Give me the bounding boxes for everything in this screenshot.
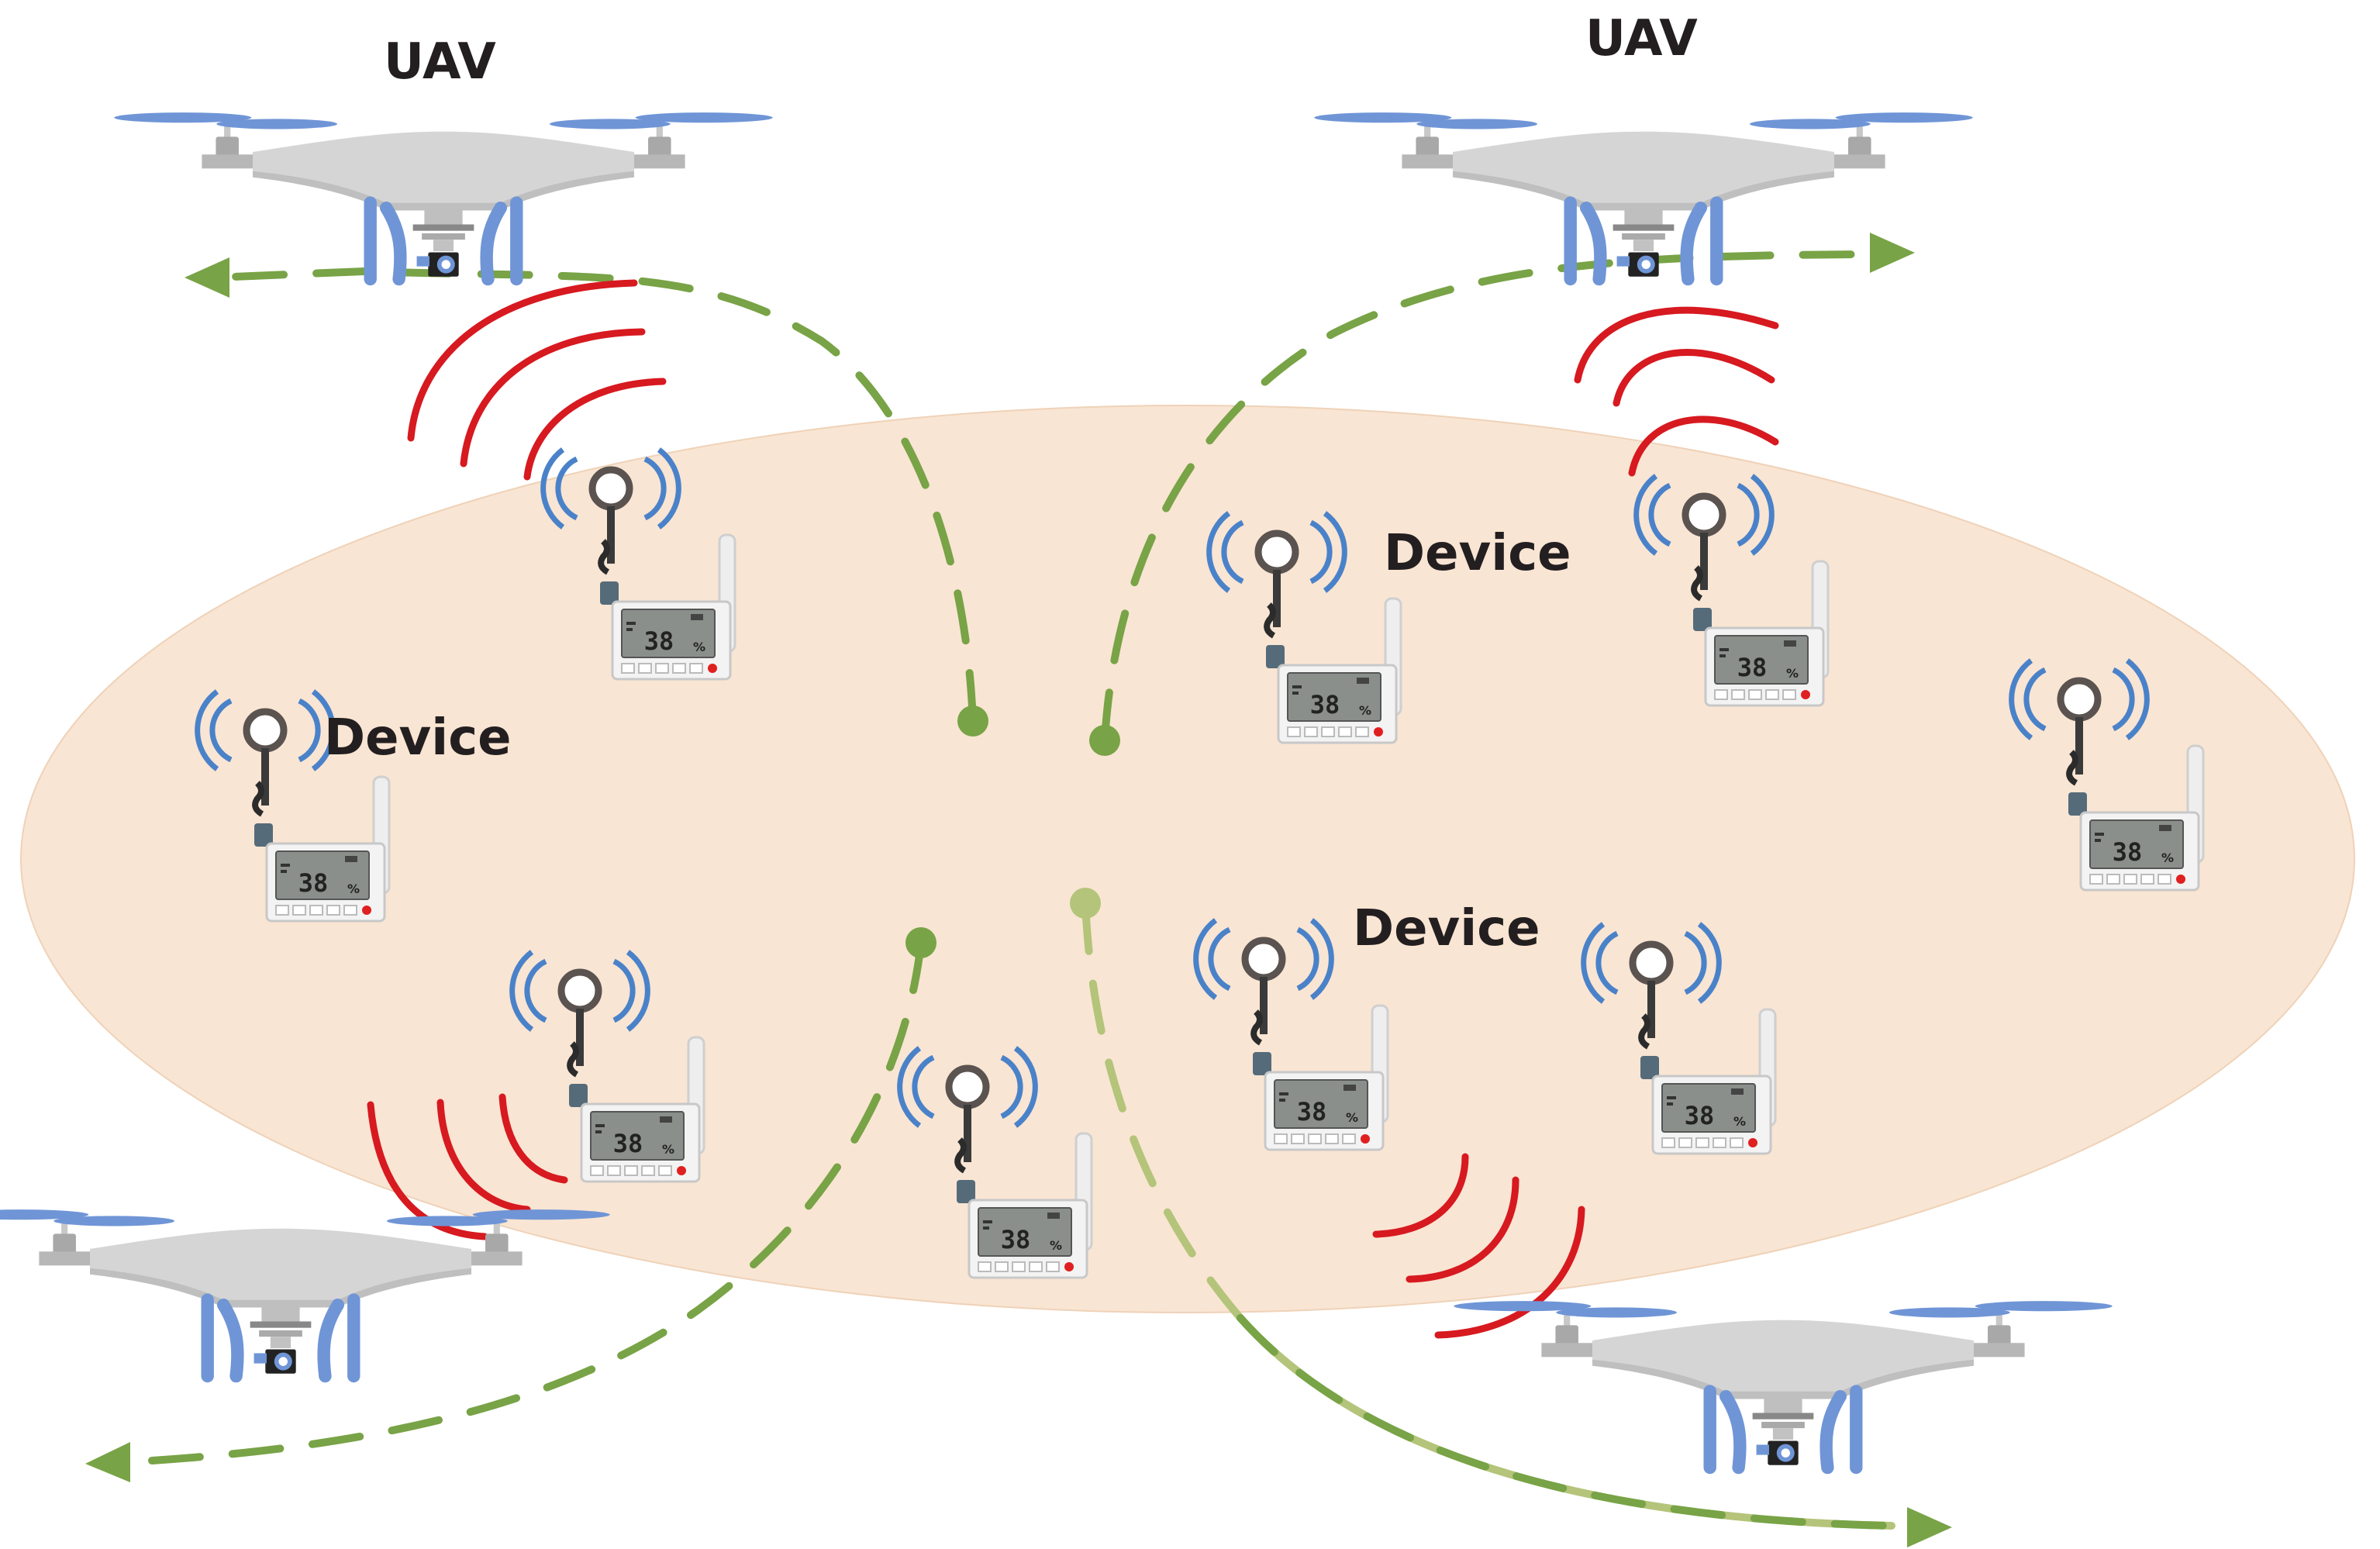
uav-label-left: UAV [384,33,496,91]
trajectory-bottom-left [136,939,925,1465]
arrow-head-bottom-left [85,1442,130,1482]
trajectory-top-left [360,267,977,725]
device-label-left: Device [324,709,512,767]
signal-wave-top-left [407,279,667,481]
device-label-top: Device [1384,525,1571,582]
drone-icon-bottom-right [1454,1301,2113,1468]
arrow-head-top-right [1870,233,1915,273]
drone-icon-bottom-left [0,1209,610,1376]
trajectory-start-bottom-left [905,927,936,958]
trajectory-start-top-right [1089,725,1120,756]
signal-wave-bottom-right [1372,1153,1585,1339]
trajectory-start-top-left [957,706,988,737]
arrow-head-bottom-right [1907,1507,1952,1547]
trajectory-start-bottom-right [1070,888,1101,919]
uav-signals [367,279,1779,1339]
device-label-middle: Device [1353,900,1540,957]
drone-icon-top-left [114,112,773,279]
uav-label-right: UAV [1585,10,1698,67]
trajectory-top-right [1101,250,1864,744]
signal-wave-top-right [1574,306,1779,477]
arrow-head-top-left [185,257,229,298]
uav-trajectories [85,233,1952,1547]
signal-wave-bottom-left [367,1093,568,1240]
